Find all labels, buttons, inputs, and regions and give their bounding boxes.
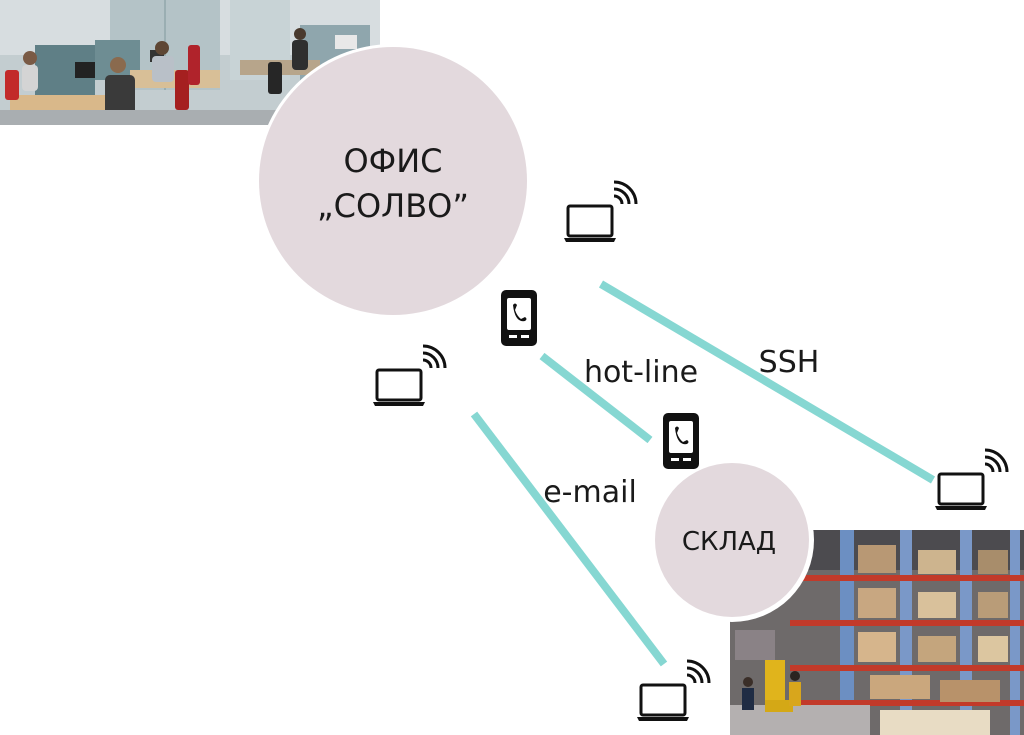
ssh-label: SSH	[759, 345, 820, 380]
hotline-connection-line	[539, 352, 653, 444]
hotline-label: hot-line	[584, 355, 698, 390]
office-label-line1: ОФИС	[343, 142, 442, 180]
laptop-wifi-icon	[933, 448, 1009, 512]
mobile-phone-icon	[663, 413, 699, 469]
ssh-connection-line	[598, 280, 936, 484]
mobile-phone-icon	[501, 290, 537, 346]
laptop-wifi-icon	[371, 344, 447, 408]
warehouse-bubble	[655, 463, 809, 617]
email-label: e-mail	[543, 475, 637, 510]
laptop-wifi-icon	[562, 180, 638, 244]
office-bubble	[259, 47, 527, 315]
office-label-line2: „СОЛВО”	[317, 187, 469, 225]
laptop-wifi-icon	[635, 659, 711, 723]
email-connection-line	[470, 411, 668, 667]
warehouse-label: СКЛАД	[682, 527, 776, 557]
